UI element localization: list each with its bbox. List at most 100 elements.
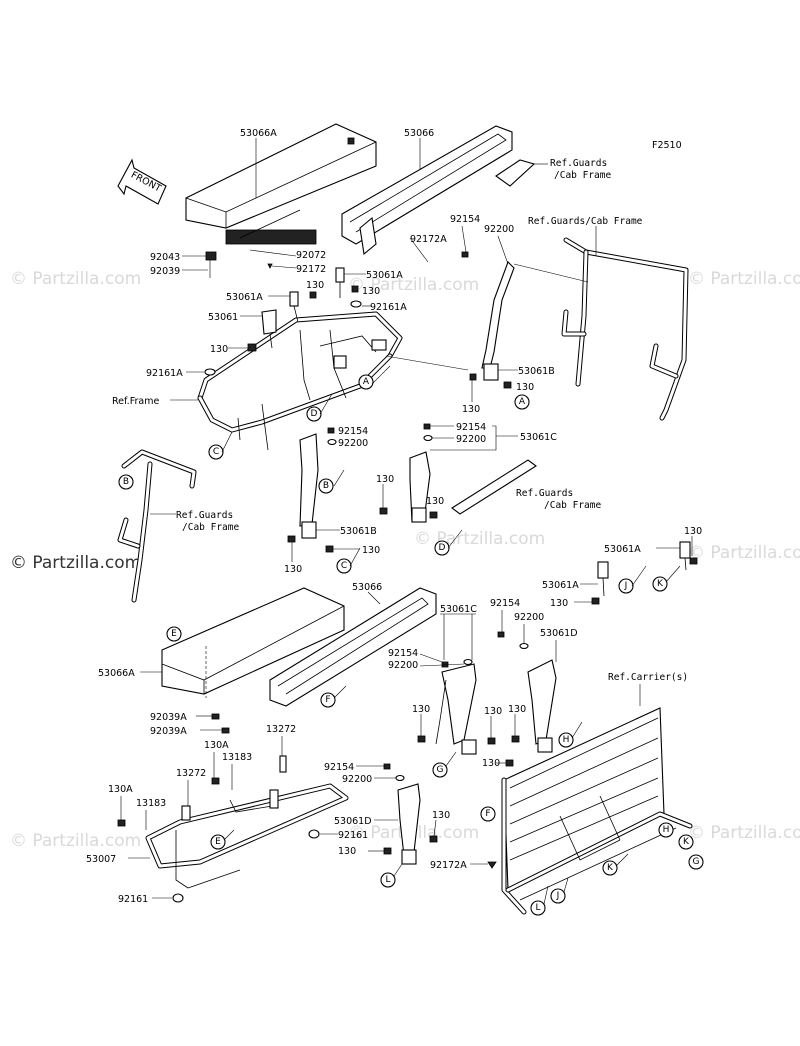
part-label: 92200	[342, 774, 372, 785]
buckle-53061A-left	[289, 291, 299, 323]
part-label: 130	[362, 286, 380, 297]
part-label: 130	[426, 496, 444, 507]
backrest-top	[341, 125, 513, 256]
callout-h1: H	[558, 732, 574, 748]
svg-text:A: A	[519, 397, 526, 407]
part-label: 53061A	[542, 580, 579, 591]
callout-g2: G	[688, 854, 704, 870]
part-label: 53061B	[518, 366, 555, 377]
callout-f2: F	[480, 806, 496, 822]
watermark: © Partzilla.com	[414, 529, 545, 549]
part-label: 92154	[490, 598, 520, 609]
callout-d1: D	[306, 406, 322, 422]
svg-text:L: L	[385, 875, 390, 885]
seat-base-frame-bottom	[145, 755, 349, 889]
seat-cushion-bottom	[161, 587, 345, 695]
part-label: 130	[362, 545, 380, 556]
part-label: 53061D	[334, 816, 372, 827]
part-label: 92200	[514, 612, 544, 623]
part-label: 53061A	[604, 544, 641, 555]
part-label: 130	[306, 280, 324, 291]
callout-a2: A	[514, 394, 530, 410]
buckle-53061A-right1	[679, 541, 691, 571]
part-label: 92039	[150, 266, 180, 277]
callout-f1: F	[320, 692, 336, 708]
part-label: 92039A	[150, 726, 187, 737]
part-label: 92154	[338, 426, 368, 437]
buckle-53061	[261, 309, 277, 349]
ref-label: Ref.Carrier(s)	[608, 672, 688, 683]
backrest-bottom	[269, 587, 437, 707]
part-label: 92154	[450, 214, 480, 225]
cab-frame-left	[117, 449, 197, 603]
part-label: 92172	[296, 264, 326, 275]
svg-text:C: C	[213, 447, 219, 457]
watermark-group: © Partzilla.com © Partzilla.com © Partzi…	[10, 269, 800, 851]
callout-g1: G	[432, 762, 448, 778]
seat-cushion-top	[185, 123, 377, 245]
buckle-53061A-right2	[597, 561, 609, 597]
callout-d2: D	[434, 540, 450, 556]
part-label: 13183	[136, 798, 166, 809]
ref-label: Ref.Guards	[176, 510, 233, 521]
part-label: 130	[482, 758, 500, 769]
callout-j2: J	[550, 888, 566, 904]
part-label: 130	[484, 706, 502, 717]
svg-text:K: K	[657, 579, 664, 589]
ref-label: Ref.Guards/Cab Frame	[528, 216, 643, 227]
part-label: 130A	[108, 784, 133, 795]
part-label: 130	[432, 810, 450, 821]
part-label: 92154	[388, 648, 418, 659]
callout-l1: L	[380, 872, 396, 888]
callout-e1: E	[166, 626, 182, 642]
ref-label: /Cab Frame	[182, 522, 239, 533]
part-label: 53061B	[340, 526, 377, 537]
callout-j1: J	[618, 578, 634, 594]
watermark-prominent: © Partzilla.com	[10, 553, 141, 573]
part-label: 130	[550, 598, 568, 609]
svg-text:K: K	[607, 863, 614, 873]
guard-bracket-top	[495, 159, 548, 187]
svg-text:L: L	[535, 903, 540, 913]
svg-text:C: C	[341, 561, 347, 571]
part-label: 92039A	[150, 712, 187, 723]
part-label: 13183	[222, 752, 252, 763]
svg-text:H: H	[663, 825, 670, 835]
callout-b2: B	[118, 474, 134, 490]
svg-text:K: K	[683, 837, 690, 847]
callout-c2: C	[336, 558, 352, 574]
part-label: 53066A	[98, 668, 135, 679]
part-label: 53061C	[440, 604, 477, 615]
svg-text:B: B	[323, 481, 329, 491]
part-label: 130	[338, 846, 356, 857]
part-label: 92154	[456, 422, 486, 433]
buckle-53061A-top	[335, 267, 345, 298]
seat-belt-bottom	[397, 783, 421, 865]
seat-belt-middle-right	[409, 451, 431, 523]
part-label: 130	[412, 704, 430, 715]
watermark: © Partzilla.com	[688, 543, 800, 563]
part-label: 13272	[266, 724, 296, 735]
part-label: 92200	[388, 660, 418, 671]
part-label: 130	[516, 382, 534, 393]
callout-k1: K	[652, 576, 668, 592]
part-label: 92200	[338, 438, 368, 449]
watermark: © Partzilla.com	[688, 269, 800, 289]
callout-h2: H	[658, 822, 674, 838]
guard-bracket-mid	[451, 459, 537, 515]
ref-label: Ref.Guards	[516, 488, 573, 499]
part-label: 13272	[176, 768, 206, 779]
seat-belt-lower-right	[527, 659, 557, 753]
part-label: 130	[508, 704, 526, 715]
front-arrow-icon: FRONT	[117, 158, 167, 205]
seat-belt-middle-left	[299, 433, 319, 539]
svg-text:J: J	[624, 581, 628, 591]
svg-text:A: A	[363, 377, 370, 387]
part-label: 92161A	[370, 302, 407, 313]
cargo-carrier	[501, 707, 693, 915]
callout-l2: L	[530, 900, 546, 916]
part-label: 130	[462, 404, 480, 415]
svg-text:J: J	[556, 891, 560, 901]
